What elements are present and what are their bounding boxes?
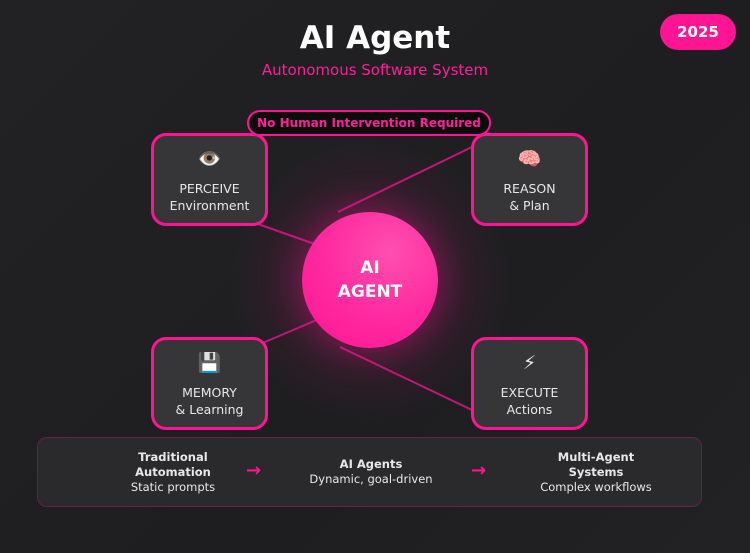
stage-title: AI Agents: [339, 457, 403, 471]
node-subtitle: & Plan: [509, 198, 550, 213]
stage-traditional-automation: Traditional Automation Static prompts: [108, 438, 238, 506]
hub-label-line2: AGENT: [337, 282, 403, 302]
eye-icon: 👁️: [197, 148, 222, 170]
page-title: AI Agent: [299, 20, 451, 56]
connector-reason: [337, 146, 473, 213]
node-title: MEMORY: [182, 385, 237, 400]
node-subtitle: Actions: [506, 402, 553, 417]
floppy-disk-icon: 💾: [197, 352, 222, 374]
node-subtitle: & Learning: [175, 402, 244, 417]
node-title: REASON: [503, 181, 556, 196]
page-subtitle: Autonomous Software System: [261, 61, 489, 79]
hub-label-line1: AI: [360, 258, 380, 278]
stage-title-cont: Automation: [135, 464, 211, 479]
lightning-icon: ⚡: [522, 352, 537, 374]
no-human-intervention-banner: No Human Intervention Required: [247, 110, 491, 136]
arrow-right-icon: →: [246, 460, 262, 481]
node-subtitle: Environment: [169, 198, 250, 213]
stage-desc: Static prompts: [130, 479, 216, 494]
node-title: EXECUTE: [500, 385, 559, 400]
stage-title-cont: Systems: [568, 464, 624, 479]
arrow-right-icon: →: [471, 460, 487, 481]
stage-title: Traditional: [138, 449, 208, 464]
ai-agent-hub: AI AGENT: [302, 212, 438, 348]
stage-ai-agents: AI Agents Dynamic, goal-driven: [296, 438, 446, 506]
node-reason: 🧠 REASON & Plan: [471, 133, 588, 226]
stage-multi-agent-systems: Multi-Agent Systems Complex workflows: [526, 438, 666, 506]
stage-title: Multi-Agent: [557, 449, 635, 464]
evolution-panel: Traditional Automation Static prompts → …: [37, 437, 702, 507]
node-title: PERCEIVE: [179, 181, 240, 196]
node-memory: 💾 MEMORY & Learning: [151, 337, 268, 430]
year-badge: 2025: [660, 14, 736, 50]
brain-icon: 🧠: [517, 148, 542, 170]
stage-desc: Complex workflows: [540, 479, 652, 494]
node-perceive: 👁️ PERCEIVE Environment: [151, 133, 268, 226]
stage-desc: Dynamic, goal-driven: [309, 472, 433, 486]
connector-execute: [339, 346, 473, 411]
node-execute: ⚡ EXECUTE Actions: [471, 337, 588, 430]
